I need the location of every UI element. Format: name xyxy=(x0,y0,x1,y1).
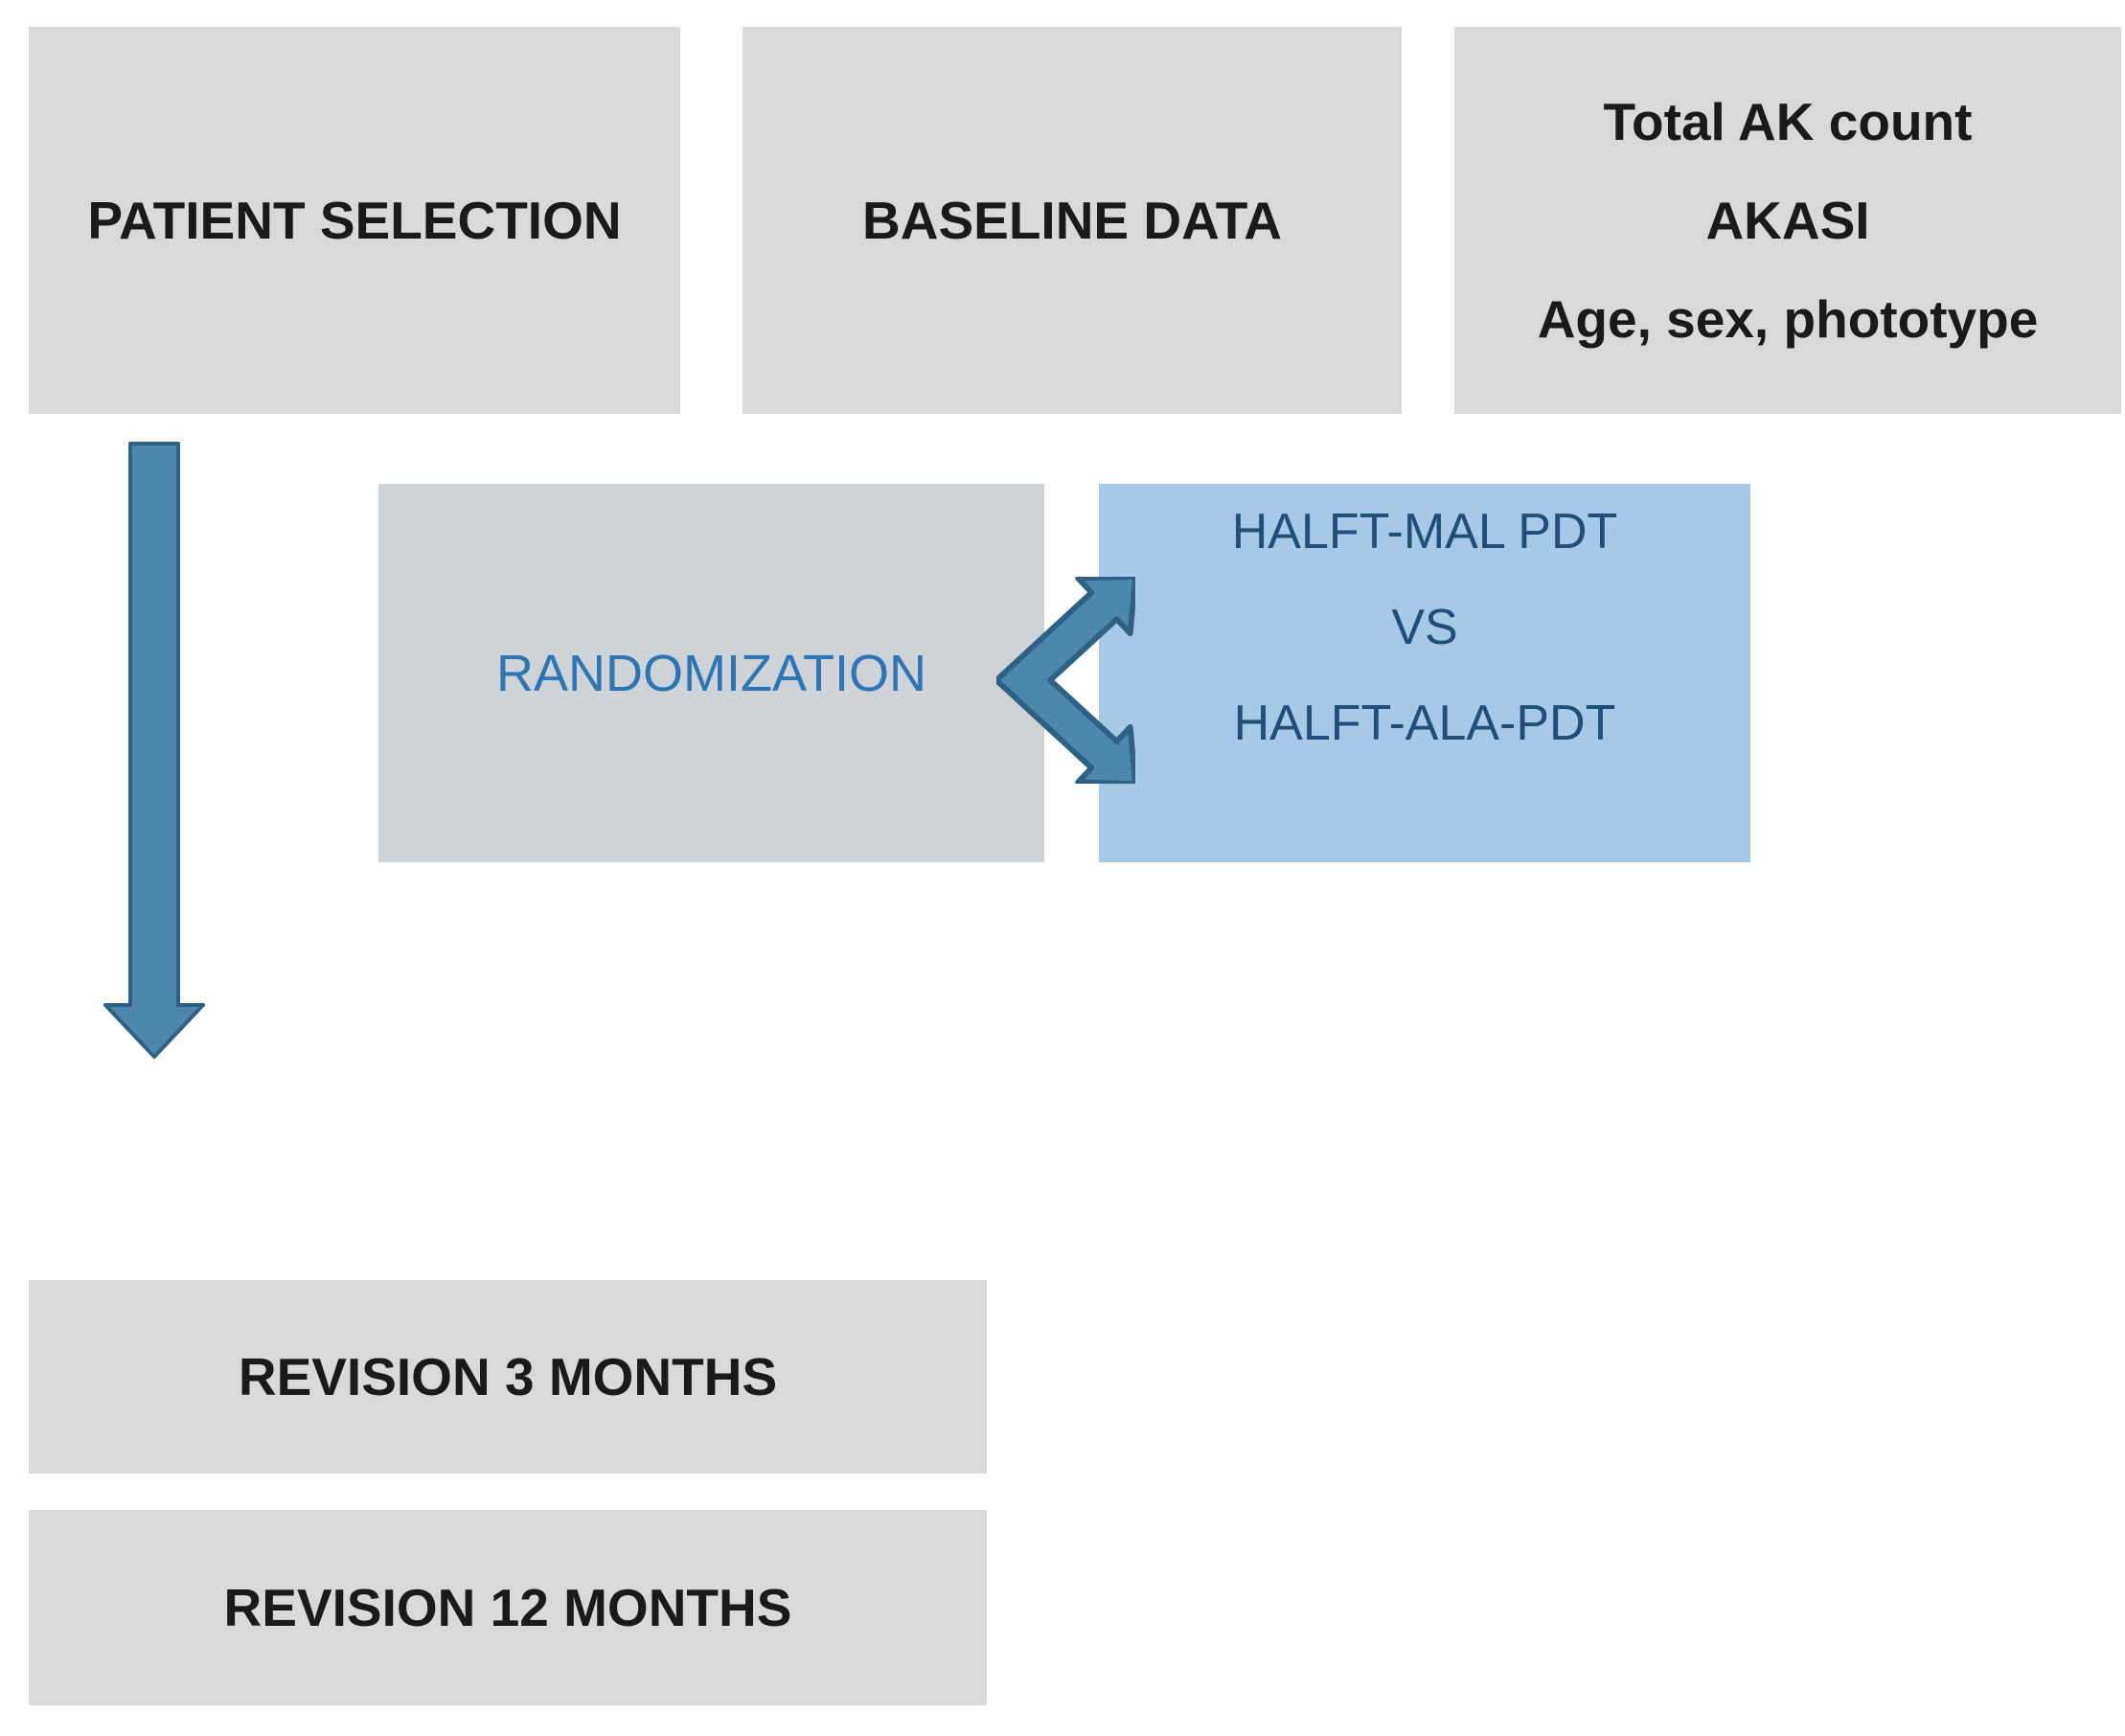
treatment-arm-2-label: HALFT-ALA-PDT xyxy=(1233,696,1616,751)
down-arrow-icon xyxy=(103,442,205,1059)
patient-selection-label: PATIENT SELECTION xyxy=(87,191,622,250)
revision-12-months-label: REVISION 12 MONTHS xyxy=(223,1578,792,1637)
baseline-data-box: BASELINE DATA xyxy=(743,27,1402,414)
baseline-metrics-line-3: Age, sex, phototype xyxy=(1537,288,2039,349)
bidirectional-split-arrow-icon xyxy=(996,577,1135,784)
baseline-data-label: BASELINE DATA xyxy=(862,191,1282,250)
revision-12-months-box: REVISION 12 MONTHS xyxy=(29,1510,987,1705)
baseline-metrics-line-2: AKASI xyxy=(1705,190,1870,250)
treatment-vs-label: VS xyxy=(1391,600,1458,655)
randomization-label: RANDOMIZATION xyxy=(496,644,926,702)
treatment-arms-box: HALFT-MAL PDT VS HALFT-ALA-PDT xyxy=(1099,484,1750,862)
randomization-box: RANDOMIZATION xyxy=(378,484,1044,862)
revision-3-months-box: REVISION 3 MONTHS xyxy=(29,1280,987,1473)
patient-selection-box: PATIENT SELECTION xyxy=(29,27,680,414)
revision-3-months-label: REVISION 3 MONTHS xyxy=(238,1347,778,1406)
baseline-metrics-box: Total AK count AKASI Age, sex, phototype xyxy=(1454,27,2121,414)
baseline-metrics-line-1: Total AK count xyxy=(1603,91,1973,151)
treatment-arm-1-label: HALFT-MAL PDT xyxy=(1231,504,1618,560)
